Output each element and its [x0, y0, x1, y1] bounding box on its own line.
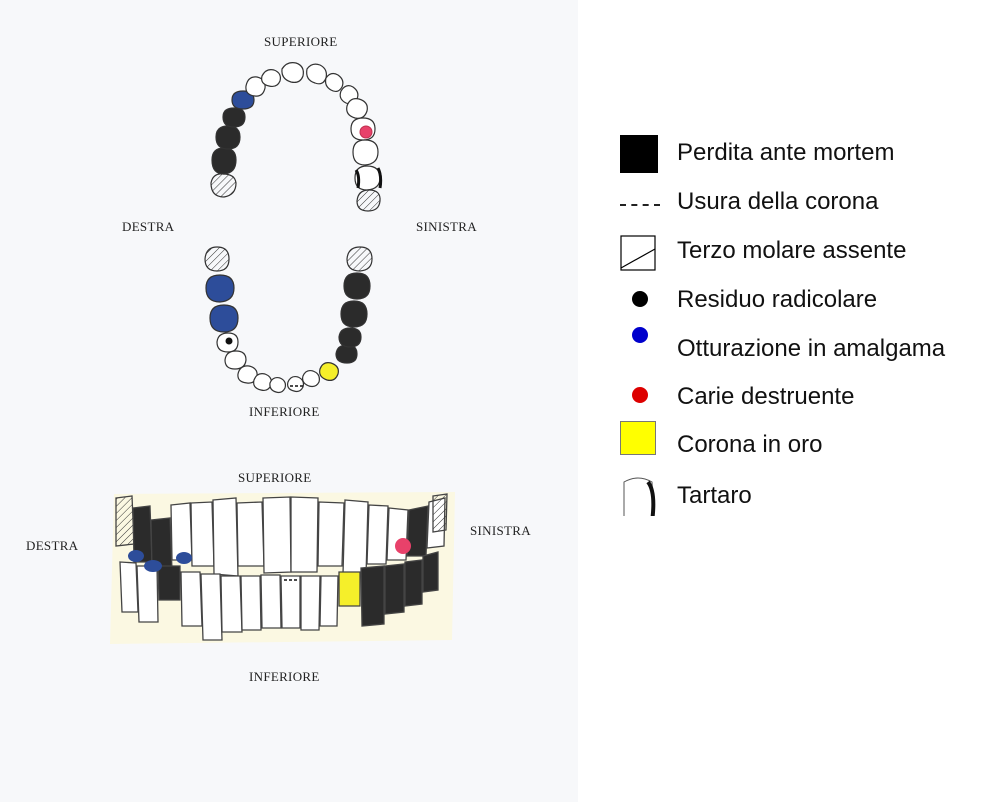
upper-right-first-molar — [215, 125, 241, 150]
upper-right-second-premolar — [222, 107, 246, 128]
upper-right-third-molar — [210, 173, 237, 198]
legend-label: Residuo radicolare — [677, 286, 878, 313]
front-lower-left-third-molar — [422, 551, 439, 593]
black-dot-icon — [632, 291, 648, 307]
lower-left-first-premolar — [335, 344, 358, 364]
legend-label: Otturazione in amalgama — [677, 335, 946, 362]
front-upper-left-lateral-incisor — [317, 501, 345, 567]
front-lower-right-lateral-incisor — [240, 575, 262, 631]
amalgam-marker-1 — [128, 550, 144, 562]
lower-right-central-incisor — [269, 376, 287, 394]
lower-left-second-premolar — [338, 327, 362, 348]
front-lower-right-canine — [220, 575, 243, 633]
front-upper-left-third-molar — [432, 493, 448, 533]
amalgam-marker-3 — [176, 552, 192, 564]
upper-right-central-incisor — [281, 62, 304, 83]
legend-label: Corona in oro — [677, 431, 823, 458]
caries-marker-upper — [359, 125, 373, 139]
upper-left-third-molar — [356, 189, 381, 212]
front-lower-right-central-incisor — [260, 574, 282, 629]
frontal-lower-label: INFERIORE — [249, 669, 320, 684]
front-upper-right-second-premolar — [170, 502, 193, 561]
front-lower-right-first-premolar — [200, 573, 223, 641]
upper-left-lateral-incisor — [324, 72, 344, 93]
lower-right-first-molar — [209, 304, 239, 333]
front-lower-right-second-molar — [136, 565, 159, 623]
dashed-line-icon — [620, 204, 660, 206]
front-upper-left-first-premolar — [366, 504, 389, 565]
amalgam-marker-2 — [144, 560, 162, 572]
legend-label: Perdita ante mortem — [677, 139, 895, 166]
front-lower-left-central-incisor — [280, 575, 301, 629]
upper-right-first-premolar — [231, 90, 255, 110]
front-lower-left-canine — [319, 575, 339, 627]
front-upper-right-lateral-incisor — [236, 501, 265, 567]
occlusal-lower-label: INFERIORE — [249, 404, 320, 419]
tooth-tartar-icon — [623, 477, 656, 516]
blue-dot-icon — [632, 327, 648, 343]
front-lower-left-second-molar — [404, 559, 423, 607]
front-upper-right-first-premolar — [190, 501, 215, 567]
root-residue-marker — [225, 337, 233, 345]
frontal-left-label: SINISTRA — [470, 523, 531, 538]
legend-label: Terzo molare assente — [677, 237, 907, 264]
lower-left-second-molar — [343, 272, 371, 300]
occlusal-upper-label: SUPERIORE — [264, 34, 338, 49]
diagonal-box-icon — [620, 235, 656, 271]
frontal-right-label: DESTRA — [26, 538, 79, 553]
front-lower-left-first-premolar — [338, 571, 361, 607]
front-lower-left-lateral-incisor — [300, 575, 321, 631]
legend-label: Usura della corona — [677, 188, 879, 215]
red-dot-icon — [632, 387, 648, 403]
frontal-upper-label: SUPERIORE — [238, 470, 312, 485]
front-upper-right-third-molar — [115, 495, 135, 547]
lower-right-second-molar — [205, 274, 235, 303]
black-square-icon — [620, 135, 658, 173]
lower-left-lateral-incisor — [302, 369, 320, 388]
yellow-square-icon — [620, 421, 656, 455]
upper-right-canine — [245, 76, 266, 97]
front-lower-left-second-premolar — [360, 565, 385, 627]
front-upper-left-canine — [342, 499, 369, 577]
front-lower-left-first-molar — [384, 563, 405, 615]
occlusal-right-label: DESTRA — [122, 219, 175, 234]
lower-left-first-molar — [340, 300, 368, 328]
lower-right-third-molar — [204, 246, 230, 272]
front-lower-right-third-molar — [119, 561, 139, 613]
lower-left-canine — [319, 362, 339, 381]
upper-right-second-molar — [211, 147, 237, 175]
front-lower-right-second-premolar — [180, 571, 203, 627]
frontal-dental-chart — [110, 492, 455, 644]
chart-panel: SUPERIORE DESTRA SINISTRA INFERIORE SUPE… — [26, 34, 531, 684]
lower-left-third-molar — [346, 246, 373, 272]
upper-right-lateral-incisor — [261, 69, 281, 88]
front-upper-right-central-incisor — [262, 496, 292, 574]
front-lower-right-first-molar — [157, 565, 181, 601]
legend-label: Tartaro — [677, 482, 752, 509]
occlusal-dental-chart — [204, 62, 383, 394]
legend-label: Carie destruente — [677, 383, 855, 410]
front-upper-left-central-incisor — [290, 496, 319, 573]
caries-marker-frontal — [395, 538, 411, 554]
upper-left-first-molar — [352, 139, 379, 166]
lower-left-central-incisor — [287, 375, 305, 393]
upper-left-first-premolar — [346, 98, 368, 119]
front-upper-right-canine — [212, 497, 239, 577]
lower-right-first-premolar — [224, 350, 247, 370]
occlusal-left-label: SINISTRA — [416, 219, 477, 234]
